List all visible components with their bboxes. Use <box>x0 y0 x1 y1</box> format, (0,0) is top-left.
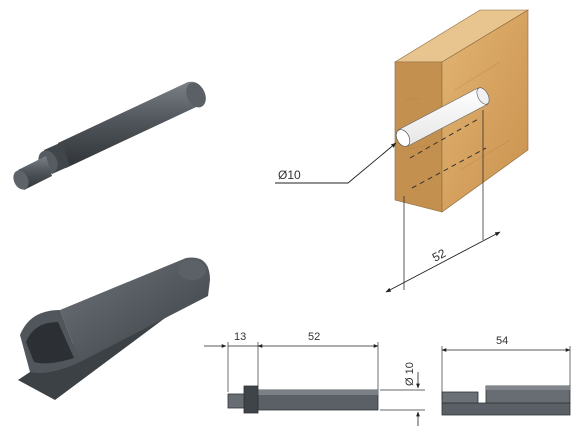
bore-diameter-label: Ø10 <box>278 168 301 182</box>
pin-head-length-label: 13 <box>234 331 246 343</box>
bore-depth-label: 52 <box>430 246 449 265</box>
pin-housing-photo <box>18 257 210 400</box>
housing-length-label: 54 <box>496 335 508 347</box>
wood-block-diagram <box>275 9 530 293</box>
pin-diameter-label: Ø 10 <box>404 362 416 386</box>
pin-body-length-label: 52 <box>308 331 320 343</box>
pin-side-view <box>204 342 425 426</box>
housing-side-view <box>441 346 571 416</box>
push-pin-photo <box>13 81 206 190</box>
